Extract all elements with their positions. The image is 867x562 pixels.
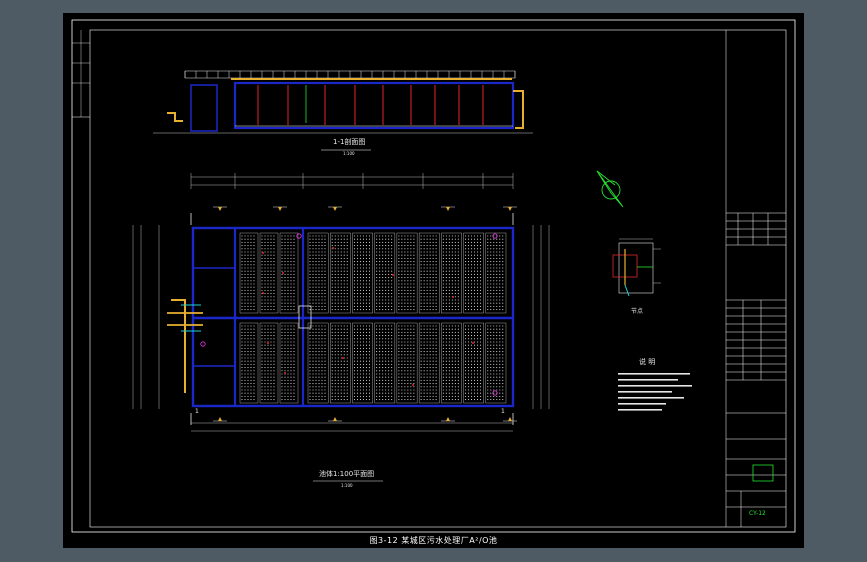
cut-mark-left: 1 xyxy=(195,408,199,415)
cut-mark-right: 1 xyxy=(501,408,505,415)
figure-caption: 图3-12 某城区污水处理厂A²/O池 xyxy=(369,536,498,545)
section-title: 1-1剖面图 xyxy=(333,138,366,146)
plan-view xyxy=(132,173,550,482)
north-arrow xyxy=(596,170,624,208)
approval-stamp xyxy=(752,464,774,482)
notes-block xyxy=(618,373,692,411)
detail-node xyxy=(612,238,661,297)
drawing-code: CY-12 xyxy=(749,510,766,517)
section-view xyxy=(153,70,533,151)
cad-drawing xyxy=(71,19,796,533)
title-block xyxy=(725,30,786,527)
section-scale: 1:100 xyxy=(343,151,355,156)
drawing-sheet: 1-1剖面图 1:100 池体1:100平面图 1:100 1 1 节点 说 明… xyxy=(63,13,804,548)
detail-title: 节点 xyxy=(631,308,644,315)
outer-frame xyxy=(71,19,796,533)
plan-scale: 1:100 xyxy=(341,483,353,488)
inner-frame xyxy=(89,29,787,528)
notes-title: 说 明 xyxy=(639,358,656,366)
plan-title: 池体1:100平面图 xyxy=(319,470,375,478)
